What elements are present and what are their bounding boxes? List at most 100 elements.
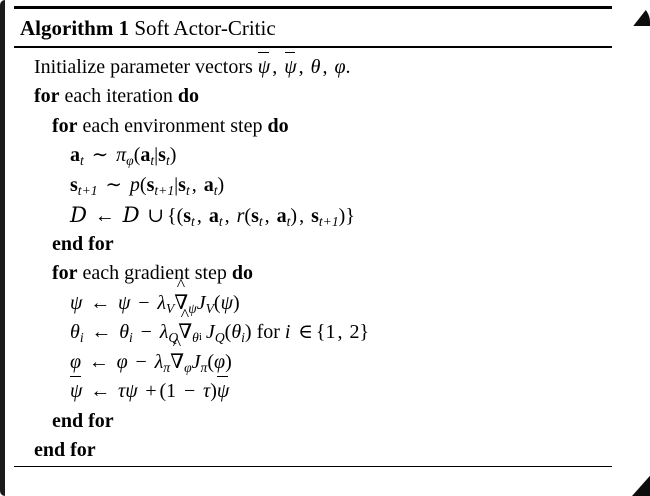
operator-minus-4: −: [183, 380, 196, 403]
symbol-psi-bar: ψ: [284, 51, 297, 83]
value-one-2: 1: [166, 380, 177, 403]
symbol-s-3: s: [146, 173, 155, 196]
line-update-psi: ψ ← ψ − λV∇ψJV(ψ): [14, 289, 612, 319]
symbol-theta-lhs: θ: [70, 321, 80, 344]
subscript-theta-grad: θ: [192, 329, 199, 345]
text-for-all-i: for: [256, 321, 280, 344]
subscript-phi: φ: [126, 152, 134, 168]
keyword-do-gradient-step: do: [231, 262, 254, 285]
line-sample-next-state: st+1 ∼ p(st+1|st, at): [14, 171, 612, 201]
symbol-psi-target-src: ψ: [125, 380, 138, 403]
operator-union: ∪: [147, 205, 165, 228]
paren-open-1: (: [133, 144, 141, 167]
paren-open-7: (: [207, 350, 214, 373]
line-end-for-iteration: end for: [14, 436, 612, 466]
symbol-s: s: [158, 144, 166, 167]
subscript-t-5: t: [213, 182, 218, 198]
subscript-i-3: i: [198, 331, 202, 344]
subscript-t-9: t: [286, 213, 291, 229]
bar-given-2: |: [174, 173, 179, 196]
value-one: 1: [325, 321, 336, 344]
algorithm-title: Algorithm 1 Soft Actor-Critic: [14, 9, 612, 46]
operator-minus-1: −: [138, 291, 150, 314]
comma-1: ,: [272, 55, 278, 78]
brace-open: {: [166, 205, 177, 228]
text-each-environment-step: each environment step: [82, 114, 263, 137]
text-each-gradient-step: each gradient step: [82, 262, 227, 285]
paren-close-4: ): [338, 205, 346, 228]
symbol-s-5: s: [183, 205, 192, 228]
symbol-theta: θ: [310, 55, 321, 78]
keyword-do-iteration: do: [177, 85, 199, 108]
symbol-psi-rhs: ψ: [118, 291, 131, 314]
operator-sim: ∼: [91, 144, 109, 167]
algorithm-block: Algorithm 1 Soft Actor-Critic Initialize…: [14, 6, 612, 468]
line-update-psi-bar: ψ ← τψ +(1 − τ)ψ: [14, 376, 612, 407]
subscript-t-2: t: [150, 152, 155, 168]
subscript-v: V: [165, 300, 175, 316]
symbol-phi-rhs: φ: [116, 350, 128, 373]
symbol-a-5: a: [276, 205, 287, 228]
operator-leftarrow-5: ←: [90, 380, 111, 403]
algorithm-title-rule: [14, 46, 612, 48]
paren-open-6: (: [224, 321, 232, 344]
comma-8: ,: [299, 205, 305, 228]
keyword-end-for-iteration: end for: [34, 439, 96, 462]
algorithm-number-label: Algorithm 1: [20, 16, 130, 40]
symbol-index-i: i: [284, 321, 291, 344]
line-for-gradient-step: for each gradient step do: [14, 259, 612, 289]
paren-open-4: (: [244, 205, 252, 228]
initialize-text: Initialize parameter vectors: [34, 55, 253, 78]
comma-5: ,: [196, 205, 202, 228]
algorithm-bottom-rule: [14, 465, 612, 468]
brace-close: }: [345, 205, 355, 228]
symbol-psi-bar-rhs: ψ: [217, 376, 229, 407]
subscript-t-7: t: [218, 213, 223, 229]
symbol-pi: π: [116, 144, 127, 167]
paren-close-3: ): [290, 205, 298, 228]
subscript-i-2: i: [129, 329, 133, 345]
symbol-objective-j-v: J: [196, 291, 206, 314]
subscript-t: t: [80, 152, 84, 168]
symbol-s-2: s: [70, 173, 78, 196]
brace-open-2: {: [315, 321, 326, 344]
comma-6: ,: [224, 205, 230, 228]
paren-open-5: (: [213, 291, 221, 314]
symbol-nabla-hat-theta: ∇: [178, 318, 192, 348]
subscript-i-1: i: [79, 329, 84, 345]
operator-minus-2: −: [140, 321, 152, 344]
subscript-psi-grad: ψ: [188, 300, 197, 316]
operator-plus: +: [145, 380, 157, 403]
comma-3: ,: [322, 55, 328, 78]
keyword-for-gradient-step: for: [52, 262, 78, 285]
subscript-t-4: t: [185, 182, 190, 198]
symbol-theta-rhs: θ: [119, 321, 130, 344]
paren-open-8: (: [159, 380, 167, 403]
scan-page-corner-top-right: [633, 0, 650, 26]
algorithm-body: Initialize parameter vectors ψ, ψ, θ, φ.…: [14, 48, 612, 466]
symbol-psi-bar-lhs: ψ: [70, 376, 82, 407]
keyword-for-iteration: for: [34, 85, 60, 108]
symbol-s-7: s: [311, 205, 319, 228]
value-two: 2: [349, 321, 360, 344]
keyword-end-for-gradient-step: end for: [52, 409, 114, 432]
symbol-tau-2: τ: [203, 380, 211, 403]
line-update-phi: φ ← φ − λπ∇φJπ(φ): [14, 348, 612, 378]
subscript-v-2: V: [205, 300, 214, 316]
line-end-for-environment-step: end for: [14, 230, 612, 260]
subscript-t-6: t: [191, 213, 195, 229]
symbol-lambda-pi: λ: [154, 350, 164, 373]
comma-7: ,: [264, 205, 270, 228]
symbol-reward: r: [236, 205, 245, 228]
symbol-lambda-v: λ: [157, 291, 166, 314]
symbol-theta-arg: θ: [231, 321, 242, 344]
subscript-t-plus-1: t+1: [77, 182, 98, 198]
paren-close-6: ): [244, 321, 252, 344]
subscript-i-4: i: [241, 329, 245, 345]
subscript-t-3: t: [165, 152, 170, 168]
comma-2: ,: [298, 55, 304, 78]
subscript-pi-2: π: [200, 359, 208, 375]
line-initialize: Initialize parameter vectors ψ, ψ, θ, φ.: [14, 51, 612, 83]
symbol-a: a: [70, 144, 80, 167]
symbol-a-4: a: [208, 205, 219, 228]
